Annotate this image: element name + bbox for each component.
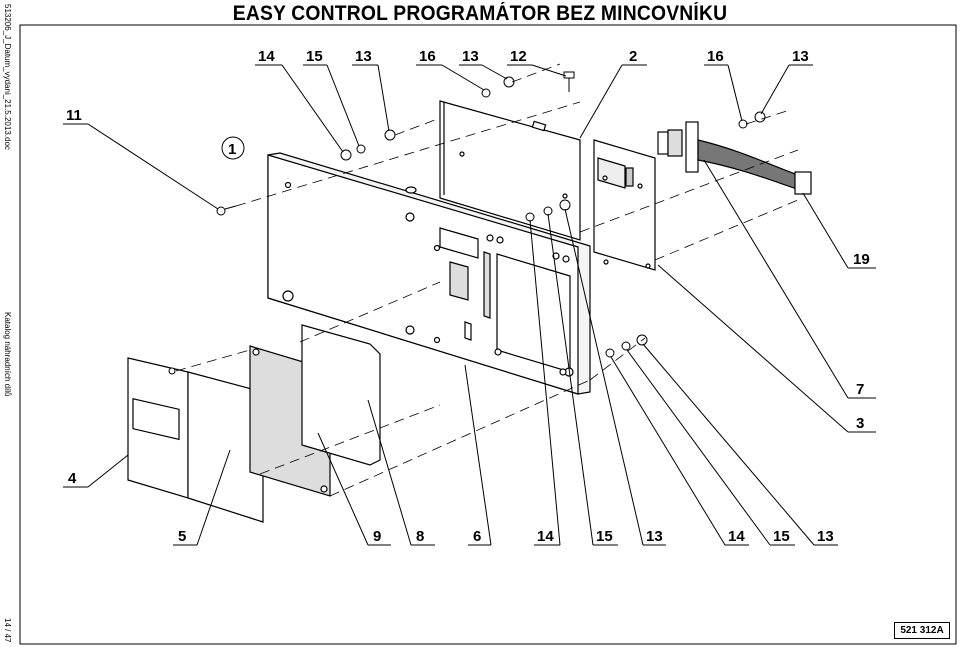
callout-15-top: 15 (306, 48, 323, 65)
callout-16-top: 16 (419, 48, 436, 65)
callout-12-top: 12 (510, 48, 527, 65)
callout-13-bottom: 13 (646, 528, 663, 545)
callout-16b-top: 16 (707, 48, 724, 65)
callout-numbers: 14 15 13 16 13 12 2 16 13 11 4 19 7 3 5 … (66, 48, 870, 545)
callout-13b-top: 13 (462, 48, 479, 65)
callout-4: 4 (68, 470, 77, 487)
document-number-box: 521 312A (894, 622, 950, 639)
drawing-frame (19, 24, 957, 645)
cover-plate (127, 357, 264, 523)
svg-text:1: 1 (228, 141, 236, 158)
callout-5: 5 (178, 528, 186, 545)
callout-14-bottom: 14 (537, 528, 554, 545)
main-panel (267, 152, 591, 395)
callout-7: 7 (856, 381, 864, 398)
callout-15-bottom: 15 (596, 528, 613, 545)
callout-19: 19 (853, 251, 870, 268)
callout-2-top: 2 (629, 48, 637, 65)
callout-3: 3 (856, 415, 864, 432)
callout-9: 9 (373, 528, 381, 545)
page-title: EASY CONTROL PROGRAMÁTOR BEZ MINCOVNÍKU (232, 2, 728, 25)
leader-lines (63, 64, 876, 546)
ribbon-cable (657, 121, 812, 195)
frame-plate (301, 324, 381, 466)
circled-callout-1: 1 (221, 136, 245, 160)
assembly-lines (175, 63, 799, 497)
callout-13b-bottom: 13 (817, 528, 834, 545)
callout-8: 8 (416, 528, 424, 545)
callout-15b-bottom: 15 (773, 528, 790, 545)
hardware (168, 71, 766, 375)
callout-14-top: 14 (258, 48, 275, 65)
connector-board (593, 139, 656, 271)
callout-11: 11 (66, 107, 82, 124)
callout-6: 6 (473, 528, 481, 545)
callout-14b-bottom: 14 (728, 528, 745, 545)
callout-13c-top: 13 (792, 48, 809, 65)
callout-13-top: 13 (355, 48, 372, 65)
circuit-board (439, 100, 581, 241)
